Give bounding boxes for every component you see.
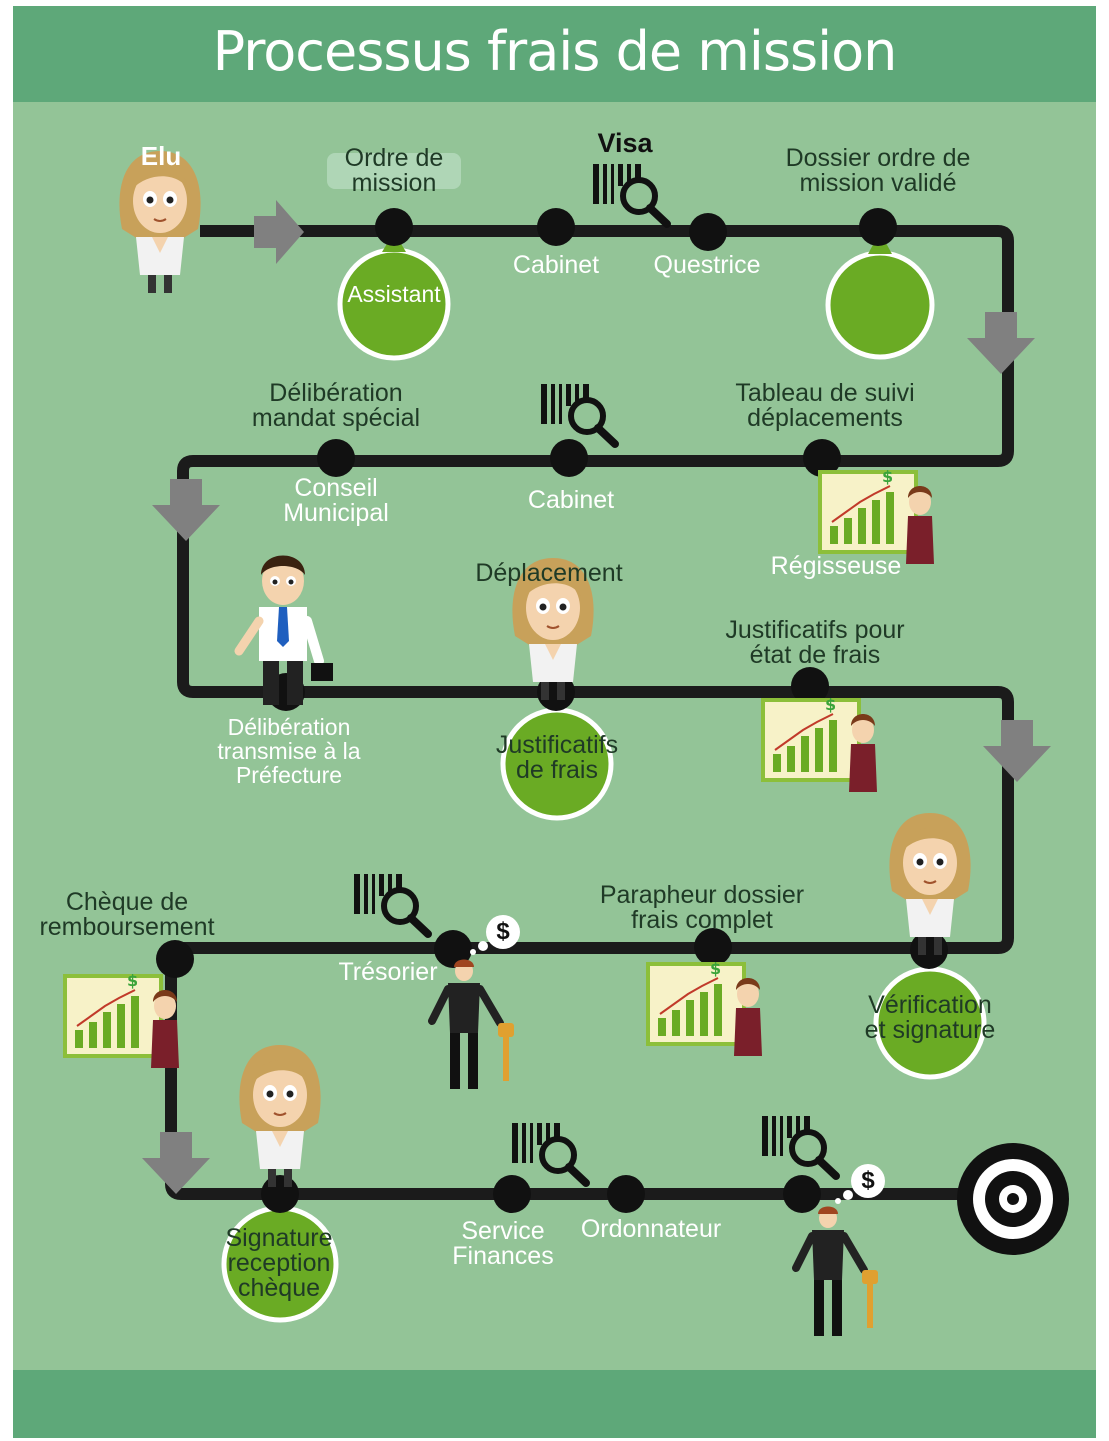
ordre-mission-highlight <box>327 153 461 189</box>
barcode-magnifier-icon <box>593 164 667 224</box>
node-dossier-valide <box>859 208 897 246</box>
flow-arrow-icon <box>142 1132 210 1194</box>
label-deplacement: Déplacement <box>475 559 623 587</box>
header-band: Processus frais de mission <box>13 6 1096 102</box>
node-ordonnateur <box>607 1175 645 1213</box>
woman-character-icon <box>238 1044 322 1188</box>
label-deliberation-prefecture: Délibération transmise à la Préfecture <box>217 714 361 788</box>
label-verification: Vérification et signature <box>864 991 996 1044</box>
process-diagram: $ <box>63 150 1069 1438</box>
node-service-finances <box>493 1175 531 1213</box>
label-tresorier: Trésorier <box>338 958 438 986</box>
label-elu: Elu <box>140 141 182 171</box>
label-cabinet-1: Cabinet <box>512 251 600 279</box>
dollar-sign: $ <box>861 1167 875 1194</box>
node-tableau-suivi <box>803 439 841 477</box>
node-cheque-remboursement <box>156 940 194 978</box>
node-conseil-municipal <box>317 439 355 477</box>
label-ordre-mission: Ordre de mission <box>344 144 444 197</box>
flow-arrow-icon <box>967 312 1035 374</box>
label-signature-cheque: Signature reception chèque <box>225 1224 333 1302</box>
node-ordonnateur-banker <box>783 1175 821 1213</box>
node-signature-cheque <box>261 1175 299 1213</box>
node-parapheur <box>694 928 732 966</box>
label-visa: Visa <box>597 128 653 158</box>
label-parapheur: Parapheur dossier frais complet <box>599 881 805 934</box>
label-conseil-municipal: Conseil Municipal <box>283 474 389 527</box>
page-title: Processus frais de mission <box>212 20 898 83</box>
label-dossier-valide: Dossier ordre de mission validé <box>785 144 971 197</box>
flow-arrow-icon <box>254 200 304 264</box>
flow-arrow-icon <box>983 720 1051 782</box>
dollar-sign: $ <box>496 918 510 945</box>
footer-band <box>13 1370 1096 1438</box>
node-questrice <box>689 213 727 251</box>
node-cabinet-1 <box>537 208 575 246</box>
label-tableau-suivi: Tableau de suivi déplacements <box>735 379 915 432</box>
label-justificatifs-frais: Justificatifs de frais <box>495 731 619 784</box>
node-tresorier <box>434 930 472 968</box>
chart-board-icon <box>818 465 936 566</box>
label-assistant: Assistant <box>347 281 441 307</box>
label-service-finances: Service Finances <box>452 1217 554 1270</box>
businessman-key-icon <box>796 1207 878 1337</box>
verification-circle <box>873 966 987 1080</box>
poster: Processus frais de mission <box>13 6 1096 1438</box>
barcode-magnifier-icon <box>354 874 428 934</box>
label-deliberation-mandat: Délibération mandat spécial <box>251 379 421 432</box>
barcode-magnifier-icon <box>762 1116 836 1176</box>
label-questrice: Questrice <box>653 251 761 279</box>
chart-board-icon <box>63 969 181 1070</box>
label-cabinet-2: Cabinet <box>527 486 615 514</box>
woman-character-icon <box>888 812 972 956</box>
target-icon <box>957 1143 1069 1255</box>
label-regisseuse: Régisseuse <box>770 552 902 580</box>
node-cabinet-2 <box>550 439 588 477</box>
label-justificatifs-etat: Justificatifs pour état de frais <box>725 616 905 669</box>
barcode-magnifier-icon <box>541 384 615 444</box>
barcode-magnifier-icon <box>512 1123 586 1183</box>
chart-board-icon <box>646 957 764 1058</box>
chart-board-icon <box>761 693 879 794</box>
label-ordonnateur: Ordonnateur <box>580 1215 722 1243</box>
flow-arrow-icon <box>152 479 220 541</box>
label-cheque-remboursement: Chèque de remboursement <box>39 888 215 941</box>
node-ordre-mission <box>375 208 413 246</box>
node-justificatifs-etat <box>791 667 829 705</box>
woman-character-icon <box>118 150 202 294</box>
dossier-valide-circle <box>825 250 935 360</box>
